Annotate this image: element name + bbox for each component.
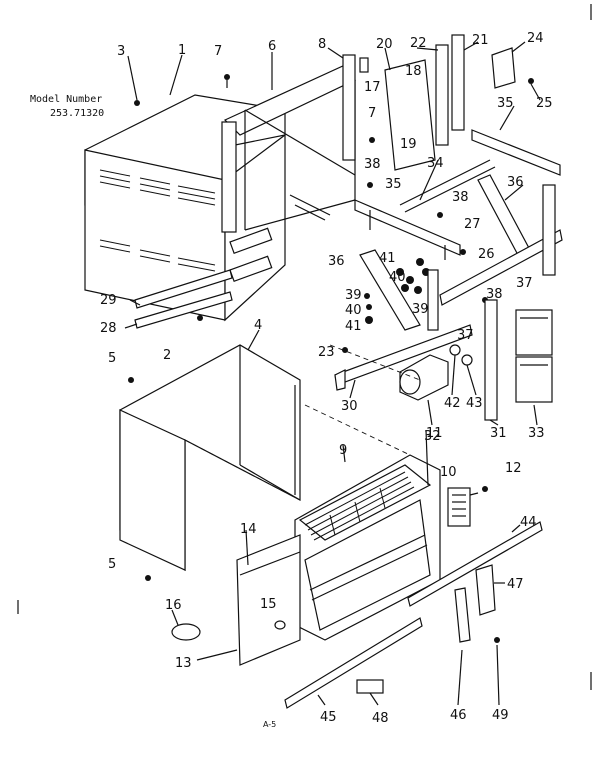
part-label: 43 [466,396,483,411]
rail-parts [134,269,233,329]
part-label: 39 [412,302,429,317]
part-label: 32 [424,429,441,444]
part-label: 11 [426,426,443,441]
cabinet-chassis [84,64,356,322]
part-label: 31 [490,426,507,441]
part-label: 38 [486,287,503,302]
support-brackets [354,129,561,260]
part-label: 13 [175,656,192,671]
side-panel [171,534,301,666]
part-label: 24 [527,31,544,46]
cabinet-wrapper [119,344,301,572]
trim-strips [284,521,543,709]
part-label: 15 [260,597,277,612]
part-number-labels: 3 1 7 6 8 20 22 21 24 18 17 25 35 7 19 3… [100,31,553,726]
part-label: 48 [372,711,389,726]
part-label: 12 [505,461,522,476]
part-label: 5 [108,557,116,572]
part-label: 18 [405,64,422,79]
part-label: 36 [507,175,524,190]
part-label: 38 [452,190,469,205]
part-label: 7 [214,44,222,59]
part-label: 10 [440,465,457,480]
part-label: 36 [328,254,345,269]
part-label: 49 [492,708,509,723]
part-label: 7 [368,106,376,121]
leader-lines [124,41,541,706]
screw-icons [128,74,534,643]
part-label: 3 [117,44,125,59]
part-label: 23 [318,345,335,360]
part-label: 44 [520,515,537,530]
part-label: 46 [450,708,467,723]
front-panel [294,454,441,641]
part-label: 25 [536,96,553,111]
part-label: 35 [497,96,514,111]
part-label: 40 [345,303,362,318]
part-label: 28 [100,321,117,336]
bracket-parts [342,34,516,171]
model-number-label: Model Number [30,94,102,105]
part-label: 21 [472,33,489,48]
part-label: 20 [376,37,393,52]
part-label: 22 [410,36,427,51]
part-label: 8 [318,37,326,52]
part-label: 29 [100,293,117,308]
part-label: 45 [320,710,337,725]
part-label: 27 [464,217,481,232]
part-label: 37 [457,328,474,343]
part-label: 19 [400,137,417,152]
motor-assembly [399,299,553,421]
frame-rails [334,174,563,391]
part-label: 42 [444,396,461,411]
part-label: 40 [389,270,406,285]
page-reference: A-5 [263,720,276,729]
part-label: 17 [364,80,381,95]
part-label: 41 [345,319,362,334]
part-label: 26 [478,247,495,262]
part-label: 6 [268,39,276,54]
part-label: 2 [163,348,171,363]
control-parts [447,487,471,527]
part-label: 16 [165,598,182,613]
part-label: 14 [240,522,257,537]
part-label: 47 [507,577,524,592]
part-label: 41 [379,251,396,266]
part-label: 9 [339,443,347,458]
part-label: 35 [385,177,402,192]
part-label: 39 [345,288,362,303]
part-label: 38 [364,157,381,172]
part-label: 5 [108,351,116,366]
part-label: 30 [341,399,358,414]
part-label: 1 [178,43,186,58]
part-label: 33 [528,426,545,441]
model-number-value: 253.71320 [50,108,104,119]
part-label: 37 [516,276,533,291]
part-label: 34 [427,156,444,171]
page-marks [17,4,592,690]
part-label: 4 [254,318,262,333]
alignment-lines [184,344,421,501]
